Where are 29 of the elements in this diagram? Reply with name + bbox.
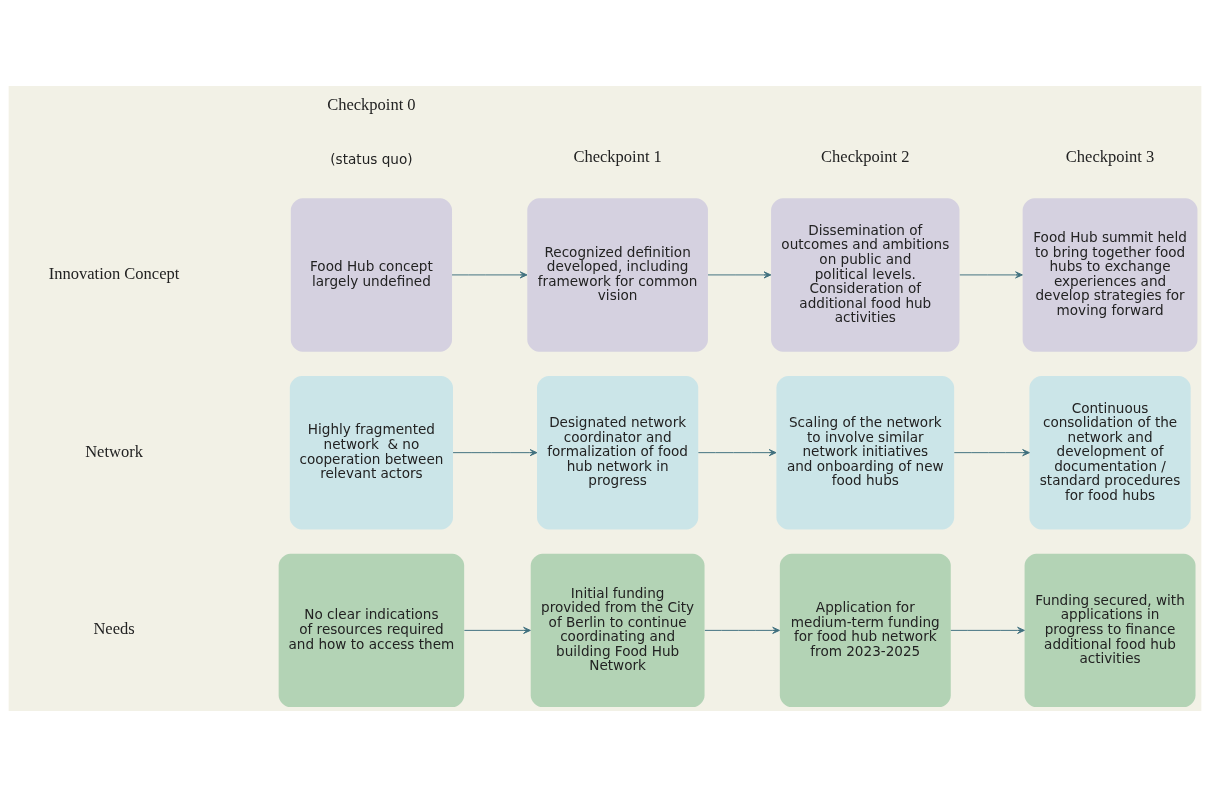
arrow	[451, 271, 528, 279]
node-box: Designated network coordinator and formalization of food hub network in progress	[537, 375, 699, 530]
node-box: Application for medium-term funding for food hub network from 2023-2025	[779, 553, 951, 708]
arrow	[707, 271, 772, 279]
label: (status quo)	[330, 150, 413, 167]
label: Network	[85, 441, 143, 461]
arrow	[950, 626, 1025, 634]
node-box: Funding secured, with applications in progress to finance additional food hub activities	[1024, 553, 1196, 708]
label: Checkpoint 3	[1065, 147, 1155, 167]
node-box: Initial funding provided from the City of Berlin to continue coordinating and building Food Hub Network	[530, 553, 705, 708]
arrow	[452, 449, 538, 457]
node-box: Dissemination of outcomes and ambitions on public and political levels. Consideration of additional food hub activities	[771, 198, 960, 352]
arrow	[463, 626, 531, 634]
node-box: Recognized definition developed, including framework for common vision	[527, 198, 708, 352]
arrow	[697, 449, 777, 457]
arrow	[959, 271, 1023, 279]
node-box: Highly fragmented network & no cooperation between relevant actors	[289, 375, 453, 530]
node-box: Food Hub concept largely undefined	[290, 198, 453, 352]
label: Checkpoint 1	[573, 147, 662, 167]
arrow	[953, 449, 1030, 457]
arrow	[704, 626, 780, 634]
node-box: Food Hub summit held to bring together food hubs to exchange experiences and develop strategies for moving forward	[1022, 198, 1198, 352]
node-box: Continuous consolidation of the network and development of documentation / standard procedures for food hubs	[1029, 375, 1191, 530]
node-box: Scaling of the network to involve similar network initiatives and onboarding of new food hubs	[776, 375, 955, 530]
label: Checkpoint 0	[327, 94, 416, 114]
label: Needs	[93, 619, 135, 639]
node-box: No clear indications of resources required and how to access them	[278, 553, 465, 708]
label: Checkpoint 2	[821, 147, 910, 167]
label: Innovation Concept	[48, 263, 180, 283]
